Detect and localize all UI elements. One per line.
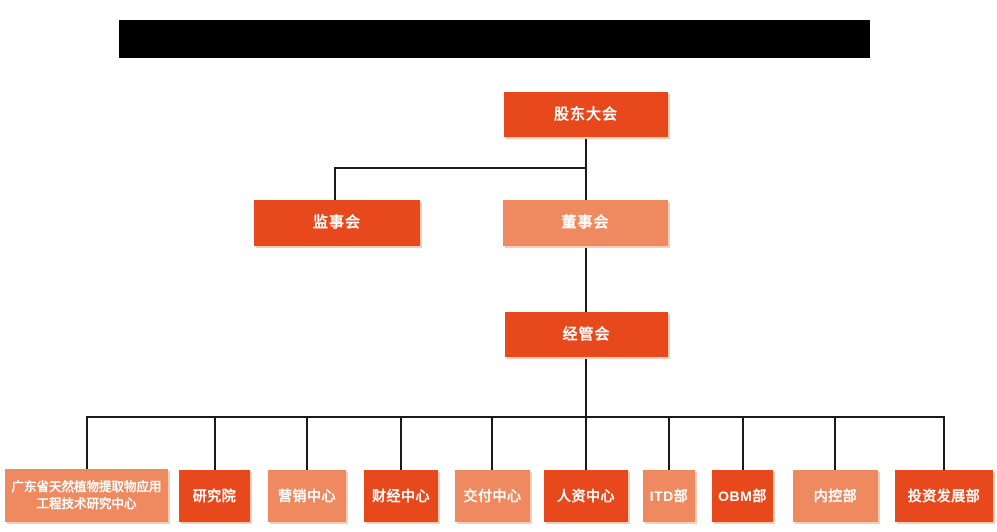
node-supervisory-board: 监事会 <box>254 200 420 246</box>
connector-directors-to-management <box>585 246 587 312</box>
connector-drop-dept3 <box>306 416 308 470</box>
connector-drop-dept10 <box>943 416 945 470</box>
node-marketing-center: 营销中心 <box>268 470 346 522</box>
node-board-of-directors: 董事会 <box>503 200 668 246</box>
node-guangdong-research-center: 广东省天然植物提取物应用工程技术研究中心 <box>5 469 168 522</box>
connector-management-to-bus <box>585 357 587 417</box>
node-hr-center: 人资中心 <box>544 470 628 522</box>
connector-drop-supervisory <box>334 167 336 200</box>
connector-drop-dept5 <box>491 416 493 470</box>
connector-drop-dept1 <box>86 416 88 470</box>
node-research-institute: 研究院 <box>179 470 250 522</box>
title-redacted-bar <box>119 20 870 58</box>
connector-drop-dept8 <box>742 416 744 470</box>
connector-drop-dept9 <box>834 416 836 470</box>
connector-level1-horizontal <box>334 167 587 169</box>
node-investment-development-department: 投资发展部 <box>895 470 993 522</box>
connector-drop-dept4 <box>400 416 402 470</box>
node-shareholders-meeting: 股东大会 <box>504 92 668 137</box>
node-obm-department: OBM部 <box>712 470 773 522</box>
node-delivery-center: 交付中心 <box>455 470 530 522</box>
connector-level2-horizontal <box>86 416 945 418</box>
connector-drop-dept7 <box>668 416 670 470</box>
node-internal-control-department: 内控部 <box>793 470 878 522</box>
node-management-committee: 经管会 <box>505 312 668 357</box>
connector-drop-dept2 <box>214 416 216 470</box>
node-itd-department: ITD部 <box>643 470 695 522</box>
connector-drop-dept6 <box>585 416 587 470</box>
node-finance-center: 财经中心 <box>364 470 438 522</box>
